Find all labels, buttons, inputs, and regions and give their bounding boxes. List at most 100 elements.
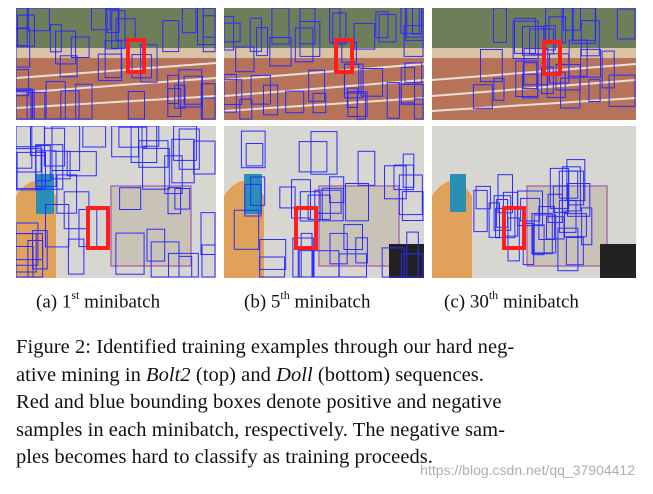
negative-box xyxy=(171,138,195,184)
negative-box xyxy=(197,8,216,46)
negative-box xyxy=(16,90,34,120)
negative-box xyxy=(259,239,287,270)
negative-box xyxy=(401,191,424,221)
negative-box xyxy=(111,10,126,49)
negative-box xyxy=(250,176,266,206)
doll-panel-c xyxy=(432,126,636,278)
negative-box xyxy=(507,217,520,262)
figure-grid xyxy=(16,8,636,280)
negative-box xyxy=(400,253,424,278)
negative-box xyxy=(406,8,424,38)
subcaption-c: (c) 30th minibatch xyxy=(444,288,579,313)
negative-box xyxy=(386,82,400,119)
negative-box xyxy=(16,151,46,190)
negative-box xyxy=(285,90,305,114)
negative-box xyxy=(16,233,37,273)
negative-box xyxy=(259,256,286,278)
negative-box xyxy=(580,20,600,57)
negative-box xyxy=(608,74,636,107)
negative-box xyxy=(138,140,169,168)
negative-box xyxy=(224,79,243,105)
caption-line-4: samples in each minibatch, respectively.… xyxy=(16,418,506,441)
subcaption-a-ordinal: 1 xyxy=(61,291,72,313)
negative-box xyxy=(150,241,180,278)
negative-box xyxy=(532,224,545,256)
negative-box xyxy=(549,167,570,209)
subcaption-c-ordinal: 30 xyxy=(469,291,489,313)
subcaption-b-ordinal: 5 xyxy=(270,291,281,313)
negative-box xyxy=(16,146,42,173)
negative-box xyxy=(162,20,180,53)
negative-box xyxy=(557,227,579,272)
negative-box xyxy=(269,37,292,67)
negative-box xyxy=(16,222,39,266)
negative-box xyxy=(480,49,503,83)
negative-box xyxy=(16,8,28,47)
negative-box xyxy=(294,27,314,63)
negative-box xyxy=(193,140,216,175)
negative-box xyxy=(384,165,407,200)
negative-box xyxy=(533,214,557,254)
caption-line-2: ative mining in Bolt2 (top) and Doll (bo… xyxy=(16,362,641,390)
negative-box xyxy=(561,166,581,212)
negative-box xyxy=(26,91,46,120)
negative-box xyxy=(493,77,505,101)
negative-box xyxy=(183,75,204,105)
negative-box xyxy=(298,141,328,173)
negative-box xyxy=(353,22,376,50)
negative-box xyxy=(398,174,423,216)
subcaption-b-sup: th xyxy=(280,288,290,302)
bolt2-image-a xyxy=(16,8,216,120)
negative-box xyxy=(66,151,97,177)
negative-box xyxy=(224,74,237,113)
negative-box xyxy=(249,17,262,52)
negative-box xyxy=(601,50,615,89)
doll-panel-a xyxy=(16,126,216,278)
negative-box xyxy=(310,131,338,175)
bolt2-image-c xyxy=(432,8,636,120)
subcaption-c-label: (c) xyxy=(444,291,466,313)
negative-box xyxy=(200,212,216,255)
negative-box xyxy=(224,22,241,43)
negative-box xyxy=(381,247,405,278)
subcaption-b: (b) 5th minibatch xyxy=(244,288,370,313)
negative-box xyxy=(538,206,556,240)
negative-box xyxy=(181,8,197,34)
negative-box xyxy=(118,126,148,148)
negative-box xyxy=(140,44,158,83)
negative-box xyxy=(321,187,344,222)
negative-box xyxy=(572,8,596,41)
negative-box xyxy=(70,36,90,58)
negative-box xyxy=(571,8,597,44)
negative-box xyxy=(514,17,536,54)
negative-box xyxy=(560,77,581,109)
negative-box xyxy=(565,237,584,266)
negative-box xyxy=(472,84,493,109)
doll-image-b xyxy=(224,126,424,278)
negative-box xyxy=(131,54,152,79)
negative-box xyxy=(51,126,81,171)
negative-box xyxy=(201,244,216,278)
subcaption-a-sup: st xyxy=(71,288,80,302)
negative-box xyxy=(55,30,77,65)
bolt2-panel-b xyxy=(224,8,424,120)
negative-box xyxy=(45,81,66,120)
negative-box xyxy=(142,147,170,190)
negative-box xyxy=(341,41,357,63)
subcaption-a-label: (a) xyxy=(36,291,58,313)
negative-box xyxy=(119,187,142,210)
negative-box xyxy=(522,62,538,90)
negative-box xyxy=(291,179,311,219)
negative-box xyxy=(475,185,491,210)
negative-box xyxy=(75,83,93,120)
bolt2-panel-c xyxy=(432,8,636,120)
negative-box xyxy=(233,209,260,250)
negative-box xyxy=(413,98,424,120)
negative-box xyxy=(312,92,327,114)
negative-box xyxy=(308,69,326,102)
negative-box xyxy=(393,164,414,191)
negative-box xyxy=(299,21,321,57)
negative-box xyxy=(256,27,268,57)
doll-panel-b xyxy=(224,126,424,278)
negative-box xyxy=(174,84,186,109)
